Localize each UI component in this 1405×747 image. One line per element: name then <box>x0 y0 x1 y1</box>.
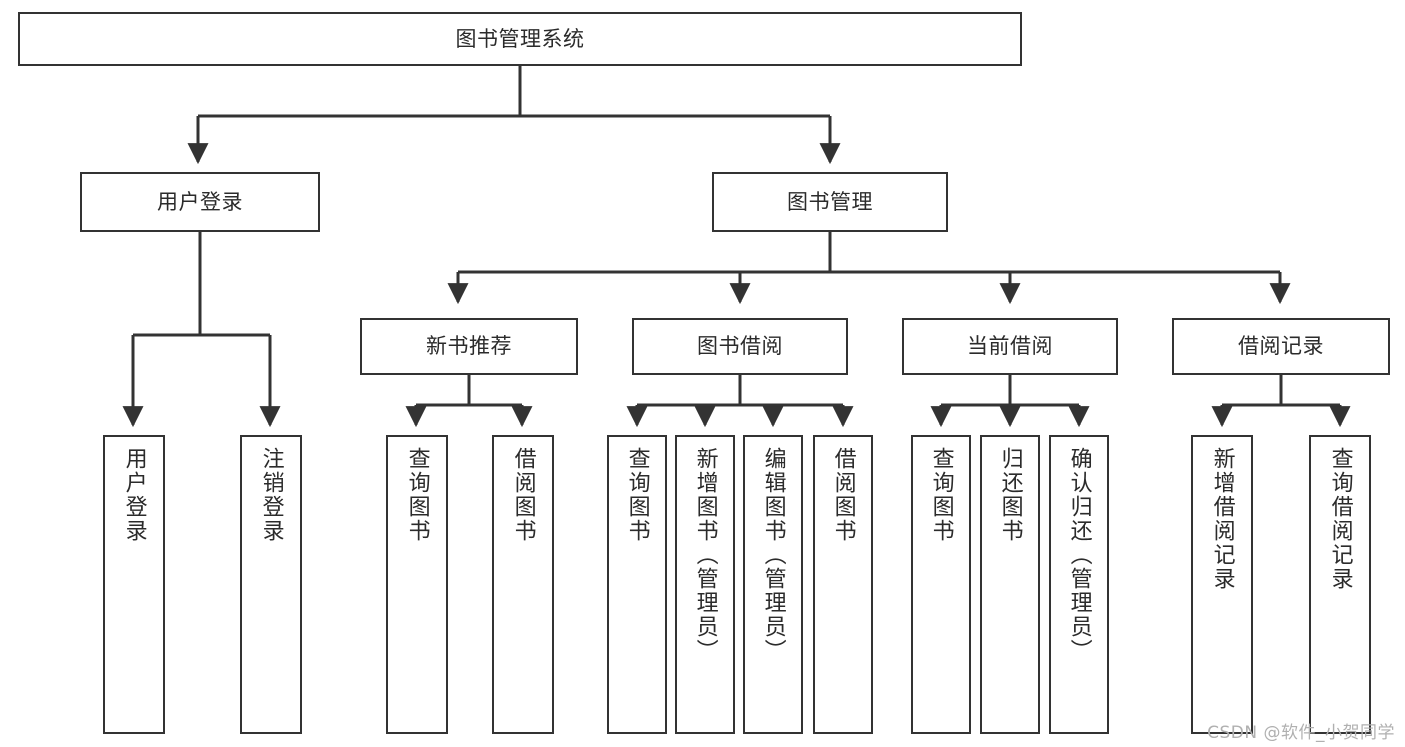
node-label: 新书推荐 <box>426 334 512 359</box>
node-current-borrow[interactable]: 当前借阅 <box>902 318 1118 375</box>
leaf-new-book-query[interactable]: 查询图书 <box>386 435 448 734</box>
leaf-book-borrow-edit[interactable]: 编辑图书（管理员） <box>743 435 803 734</box>
node-label: 新增图书（管理员） <box>692 447 718 663</box>
node-label: 编辑图书（管理员） <box>760 447 786 663</box>
node-label: 图书管理 <box>787 189 873 214</box>
node-borrow-records[interactable]: 借阅记录 <box>1172 318 1390 375</box>
leaf-borrow-record-query[interactable]: 查询借阅记录 <box>1309 435 1371 734</box>
node-label: 查询图书 <box>928 447 954 543</box>
leaf-current-borrow-confirm-return[interactable]: 确认归还（管理员） <box>1049 435 1109 734</box>
leaf-user-login-signout[interactable]: 注销登录 <box>240 435 302 734</box>
node-label: 新增借阅记录 <box>1209 447 1235 591</box>
node-label: 确认归还（管理员） <box>1066 447 1092 663</box>
node-label: 查询图书 <box>624 447 650 543</box>
leaf-book-borrow-borrow[interactable]: 借阅图书 <box>813 435 873 734</box>
node-label: 查询借阅记录 <box>1327 447 1353 591</box>
node-book-management[interactable]: 图书管理 <box>712 172 948 232</box>
node-label: 图书借阅 <box>697 334 783 359</box>
leaf-book-borrow-add[interactable]: 新增图书（管理员） <box>675 435 735 734</box>
node-user-login[interactable]: 用户登录 <box>80 172 320 232</box>
node-label: 图书管理系统 <box>455 26 585 51</box>
node-label: 当前借阅 <box>967 334 1053 359</box>
leaf-new-book-borrow[interactable]: 借阅图书 <box>492 435 554 734</box>
leaf-borrow-record-add[interactable]: 新增借阅记录 <box>1191 435 1253 734</box>
node-label: 用户登录 <box>157 189 243 214</box>
node-root-book-management-system[interactable]: 图书管理系统 <box>18 12 1022 66</box>
node-label: 归还图书 <box>997 447 1023 543</box>
node-label: 借阅记录 <box>1238 334 1324 359</box>
node-book-borrow[interactable]: 图书借阅 <box>632 318 848 375</box>
node-label: 借阅图书 <box>510 447 536 543</box>
node-label: 借阅图书 <box>830 447 856 543</box>
leaf-book-borrow-query[interactable]: 查询图书 <box>607 435 667 734</box>
node-label: 注销登录 <box>258 447 284 543</box>
leaf-user-login-signin[interactable]: 用户登录 <box>103 435 165 734</box>
node-new-book-recommend[interactable]: 新书推荐 <box>360 318 578 375</box>
leaf-current-borrow-return[interactable]: 归还图书 <box>980 435 1040 734</box>
node-label: 查询图书 <box>404 447 430 543</box>
leaf-current-borrow-query[interactable]: 查询图书 <box>911 435 971 734</box>
node-label: 用户登录 <box>121 447 147 543</box>
